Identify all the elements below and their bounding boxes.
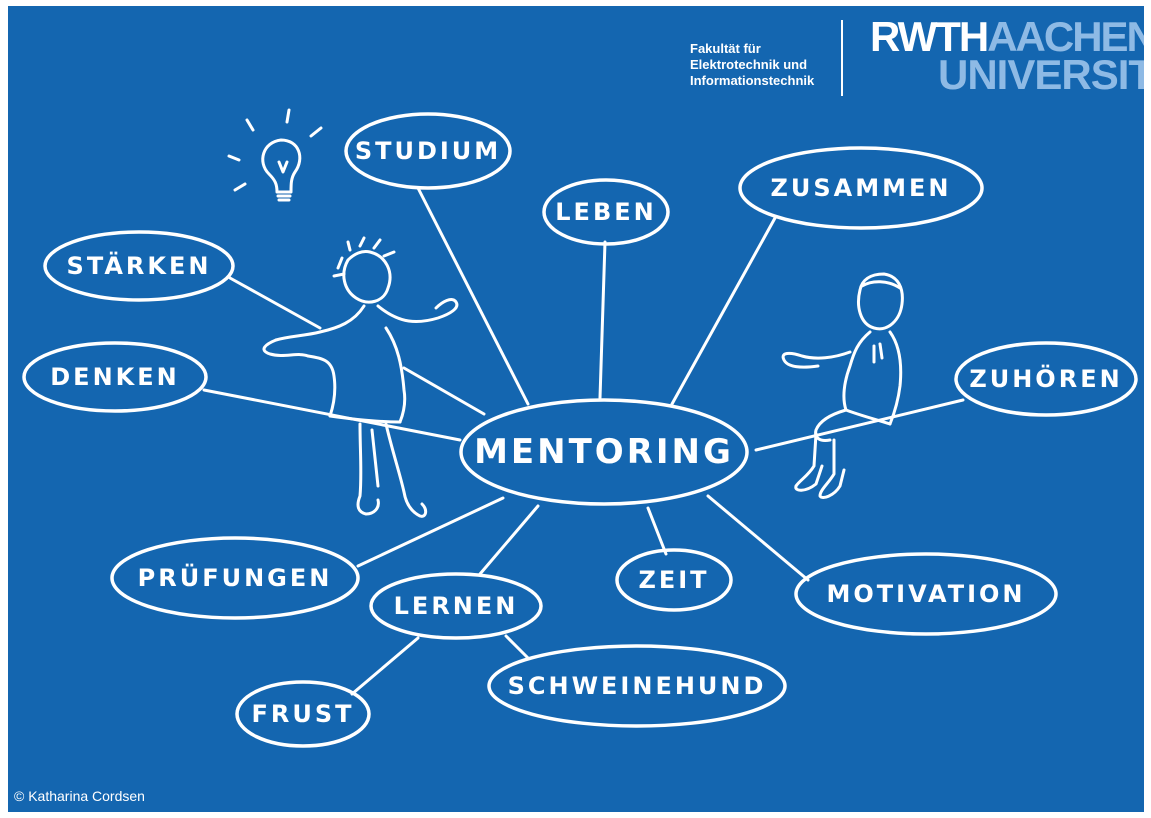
node-leben: LEBEN — [542, 178, 670, 246]
node-label-pruefungen: PRÜFUNGEN — [138, 562, 333, 592]
node-studium: STUDIUM — [344, 112, 512, 190]
node-center: MENTORING — [459, 398, 749, 506]
center-label: MENTORING — [474, 432, 734, 472]
listener-figure — [781, 272, 904, 500]
node-staerken: STÄRKEN — [43, 230, 235, 302]
node-zeit: ZEIT — [615, 548, 733, 612]
mindmap-canvas: STUDIUM LEBEN ZUSAMMEN STÄRKEN DENKEN ZU… — [8, 6, 1144, 812]
node-label-motivation: MOTIVATION — [826, 580, 1025, 608]
logo-university: UNIVERSITY — [938, 51, 1144, 98]
connector-lernen — [478, 504, 540, 576]
brand-divider — [841, 20, 843, 96]
connector-zusammen — [670, 216, 777, 406]
node-zuhoeren: ZUHÖREN — [954, 341, 1138, 417]
connector-leben — [598, 240, 607, 400]
node-label-denken: DENKEN — [50, 363, 179, 391]
connector-mentor-arm — [402, 366, 486, 416]
faculty-line-2: Elektrotechnik und — [690, 57, 808, 72]
node-zusammen: ZUSAMMEN — [738, 146, 984, 230]
node-label-zuhoeren: ZUHÖREN — [969, 363, 1122, 393]
node-label-zeit: ZEIT — [638, 566, 709, 594]
node-schweinehund: SCHWEINEHUND — [487, 644, 787, 728]
logo-aachen: AACHEN — [987, 13, 1144, 60]
node-pruefungen: PRÜFUNGEN — [110, 536, 360, 620]
node-label-frust: FRUST — [251, 700, 354, 728]
faculty-line-3: Informationstechnik — [690, 73, 815, 88]
connector-zuhoeren — [754, 398, 965, 452]
node-label-studium: STUDIUM — [355, 137, 501, 165]
connector-studium — [416, 186, 530, 406]
connector-frust — [350, 636, 420, 696]
connector-zeit — [646, 506, 668, 556]
connector-staerken — [228, 276, 322, 330]
connector-pruefungen — [356, 496, 505, 568]
logo-line-1: RWTHAACHEN — [870, 16, 1144, 58]
connector-motivation — [706, 494, 810, 582]
node-label-lernen: LERNEN — [394, 592, 519, 620]
node-label-staerken: STÄRKEN — [67, 251, 212, 280]
connector-schweinehund — [504, 634, 530, 660]
faculty-name: Fakultät für Elektrotechnik und Informat… — [690, 41, 814, 89]
lightbulb-icon — [227, 108, 323, 202]
node-motivation: MOTIVATION — [794, 552, 1058, 636]
node-frust: FRUST — [235, 680, 371, 748]
node-label-schweinehund: SCHWEINEHUND — [508, 672, 767, 700]
mentor-figure — [262, 236, 459, 518]
faculty-line-1: Fakultät für — [690, 41, 761, 56]
node-denken: DENKEN — [22, 341, 208, 413]
node-lernen: LERNEN — [369, 572, 543, 640]
node-label-zusammen: ZUSAMMEN — [771, 174, 952, 202]
mentoring-mindmap: STUDIUM LEBEN ZUSAMMEN STÄRKEN DENKEN ZU… — [22, 108, 1138, 748]
copyright-credit: © Katharina Cordsen — [14, 788, 145, 804]
university-logo: RWTHAACHEN UNIVERSITY — [870, 16, 1144, 98]
logo-rwth: RWTH — [870, 13, 989, 60]
node-label-leben: LEBEN — [555, 198, 656, 226]
